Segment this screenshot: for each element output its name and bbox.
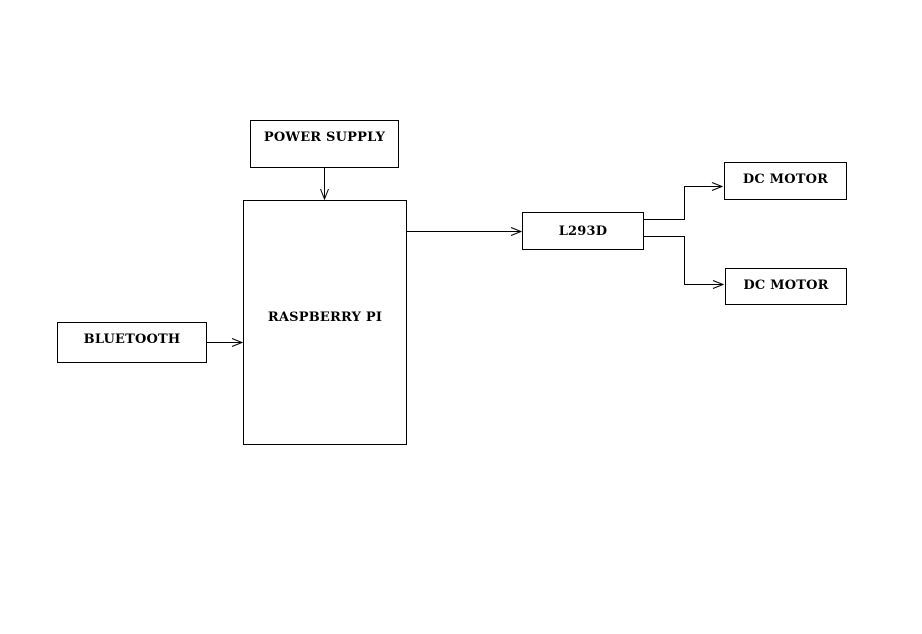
power-supply-label: POWER SUPPLY [263, 130, 386, 145]
power-supply-block: POWER SUPPLY [250, 120, 399, 168]
bluetooth-block: BLUETOOTH [57, 322, 207, 363]
l293d-label: L293D [558, 223, 608, 239]
raspberry-pi-label: RASPBERRY PI [267, 310, 383, 325]
dc-motor-1-block: DC MOTOR [724, 162, 847, 200]
arrow-l293d-to-motor-1 [641, 187, 722, 220]
l293d-driver-block: L293D [522, 212, 644, 250]
raspberry-pi-block: RASPBERRY PI [243, 200, 407, 445]
bluetooth-label: BLUETOOTH [83, 332, 181, 347]
dc-motor-1-label: DC MOTOR [742, 172, 829, 187]
dc-motor-2-label: DC MOTOR [743, 278, 829, 293]
arrow-l293d-to-motor-2 [644, 236, 723, 285]
dc-motor-2-block: DC MOTOR [725, 268, 847, 305]
